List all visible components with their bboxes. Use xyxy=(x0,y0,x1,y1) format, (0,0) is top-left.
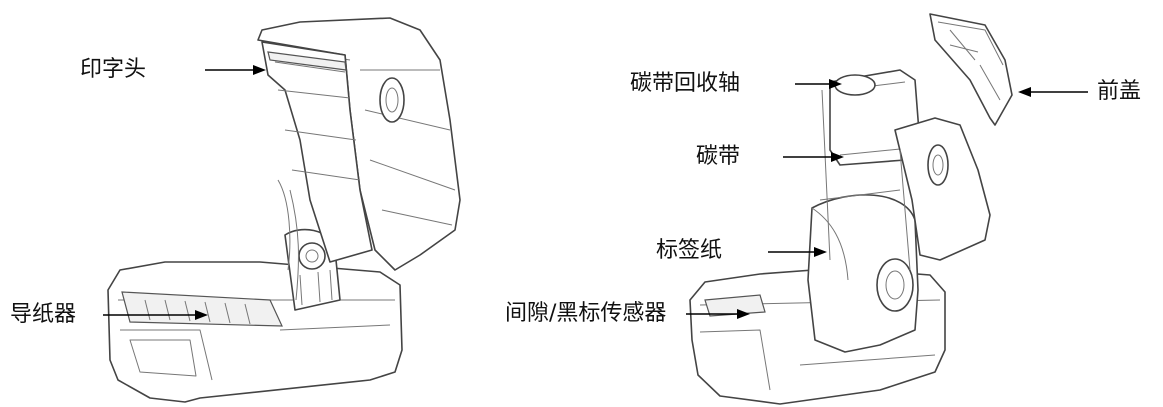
right-printer xyxy=(689,13,1013,405)
label-ribbon-rewind-spindle: 碳带回收轴 xyxy=(630,71,741,96)
label-gap-black-mark-sensor: 间隙/黑标传感器 xyxy=(505,301,667,326)
label-print-head: 印字头 xyxy=(80,57,147,82)
label-front-cover: 前盖 xyxy=(1097,79,1142,104)
label-ribbon: 碳带 xyxy=(696,144,741,169)
label-paper-guide: 导纸器 xyxy=(10,302,77,327)
callout-arrows xyxy=(103,65,1088,320)
label-label-paper: 标签纸 xyxy=(656,238,723,263)
left-printer xyxy=(107,17,461,403)
